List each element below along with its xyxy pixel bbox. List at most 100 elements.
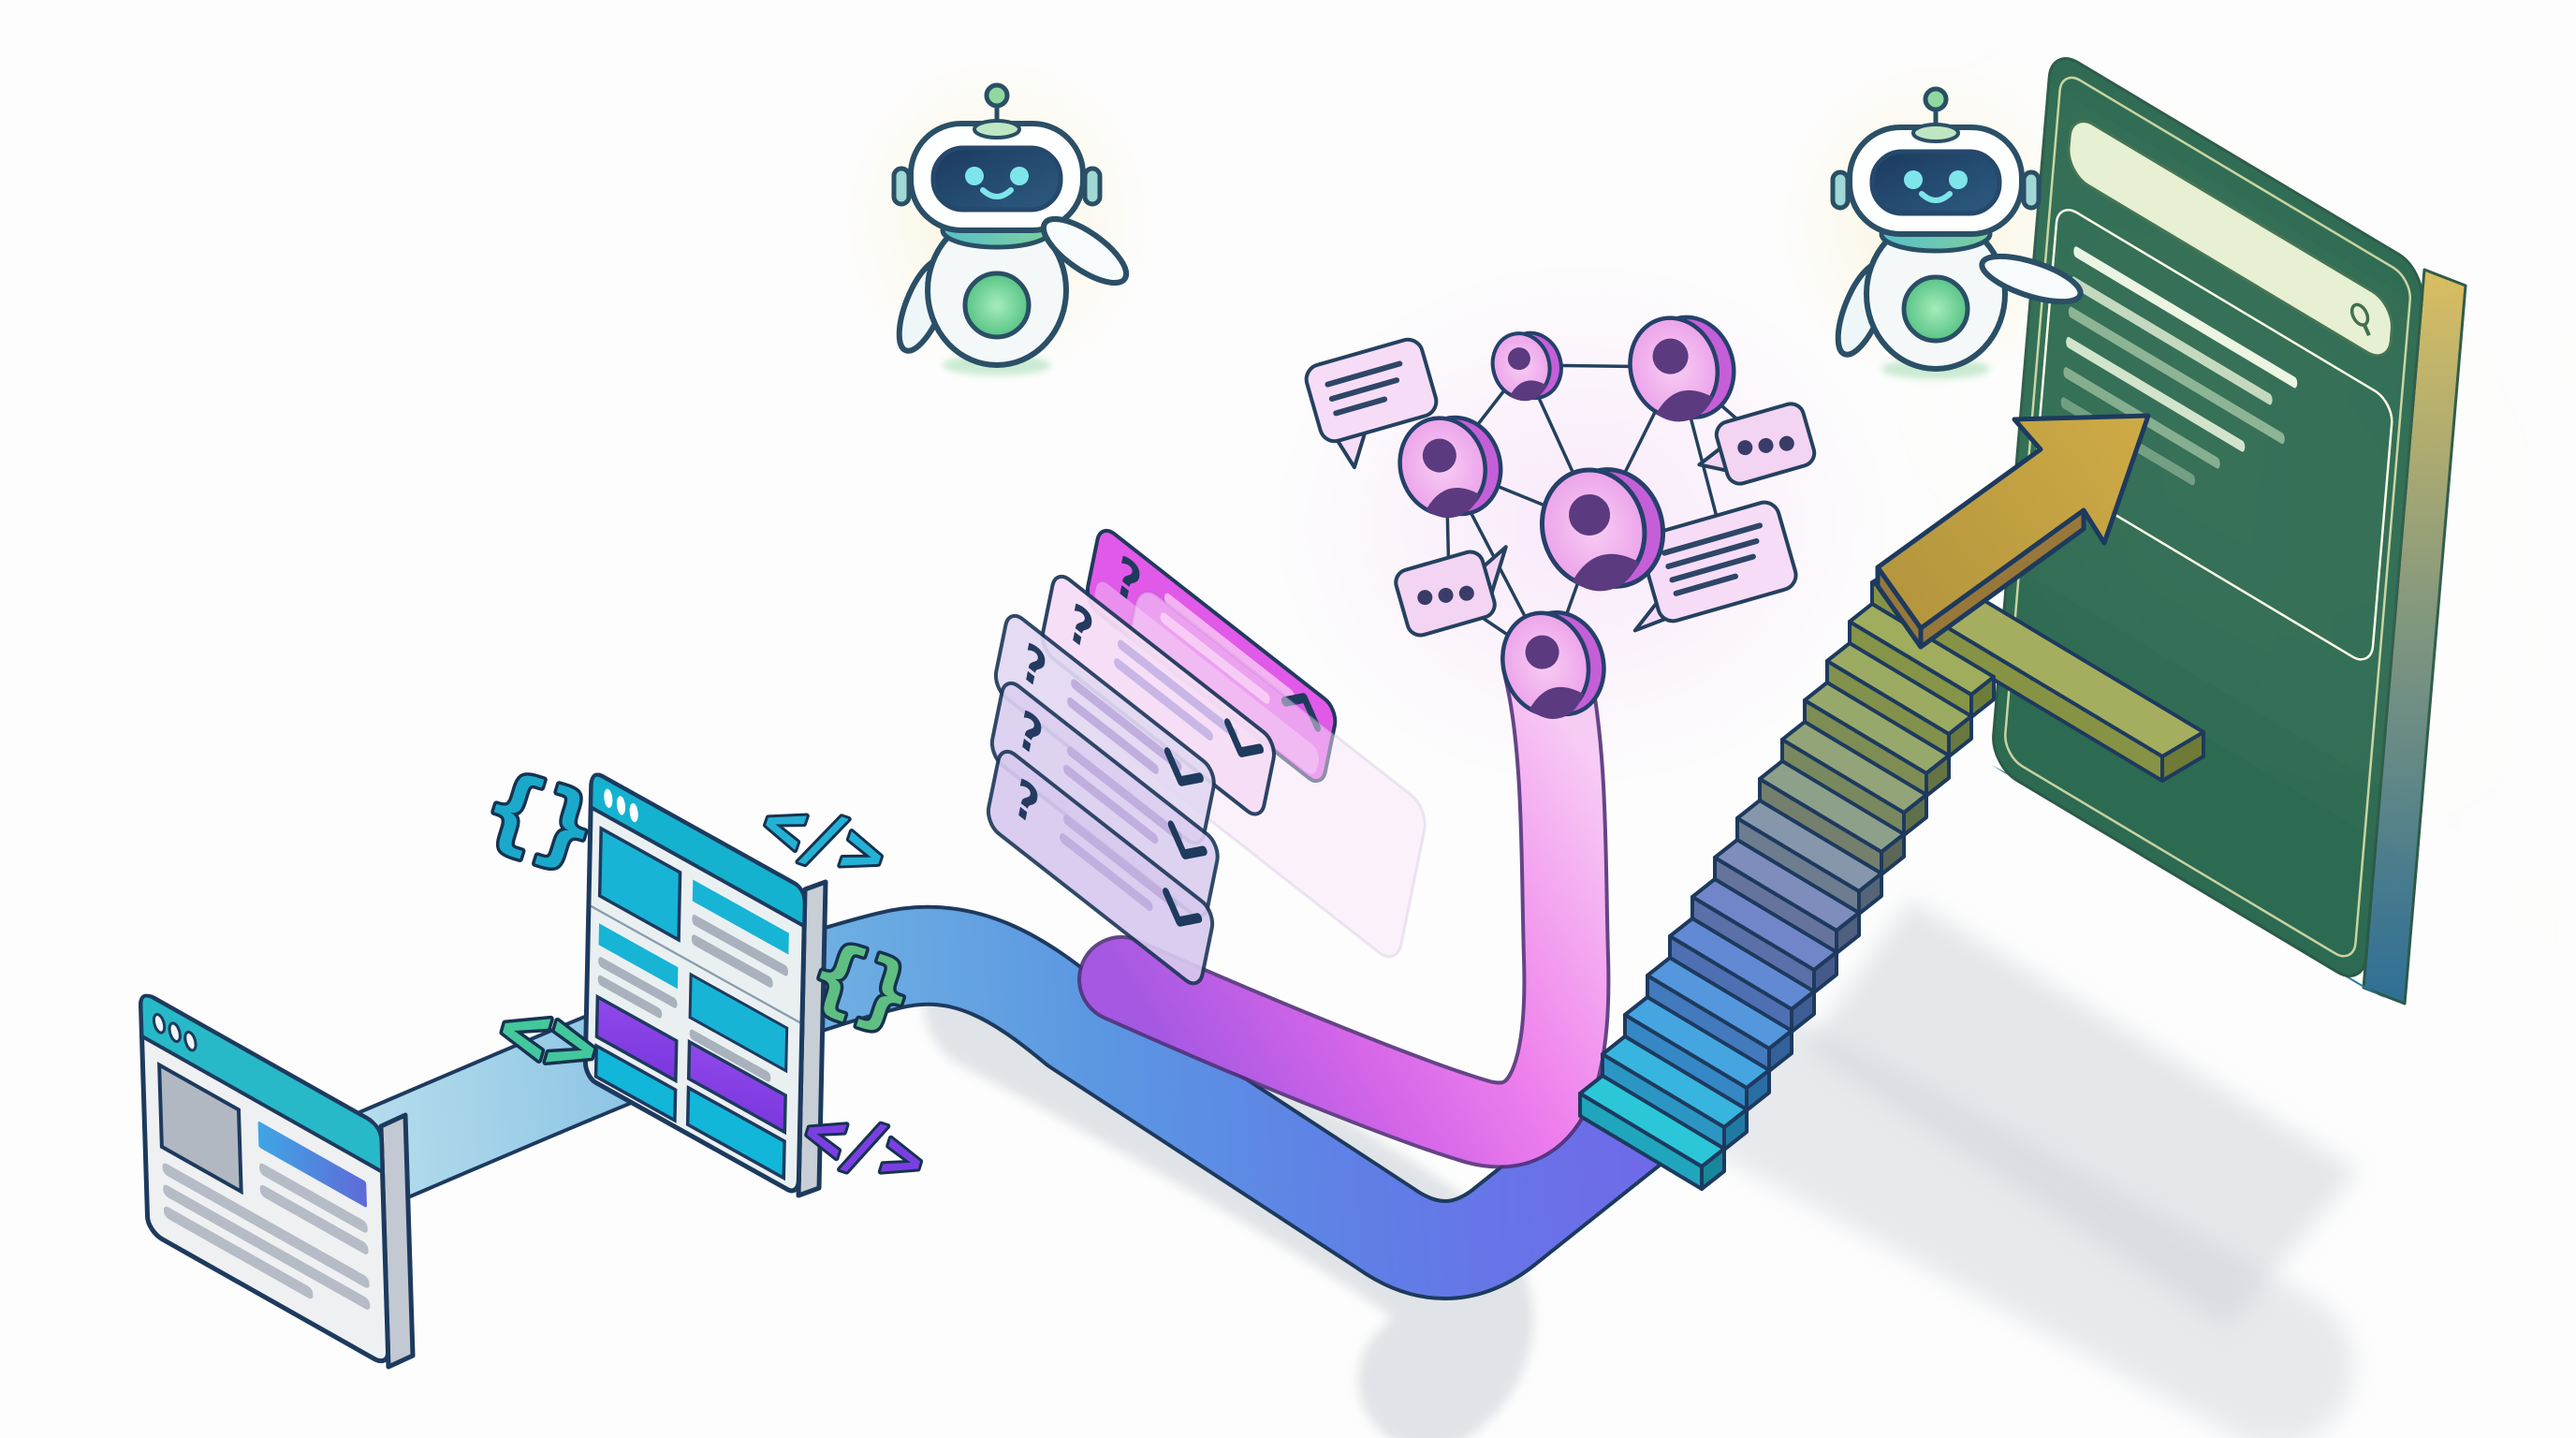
result-text-line (2066, 336, 2246, 452)
content-path-ribbon-blue (191, 904, 1687, 1300)
text-line (692, 915, 788, 976)
text-line (163, 1184, 371, 1310)
text-line (259, 1163, 368, 1233)
faq-card-stack: ? ? ? ? (986, 523, 1429, 990)
avatar-node (1500, 609, 1606, 719)
chevron-down-icon (1224, 718, 1264, 757)
window-titlebar (591, 770, 805, 926)
chevron-down-icon (1167, 820, 1208, 859)
window-dot (154, 1012, 165, 1035)
text-line (598, 957, 678, 1008)
stair-step (1690, 877, 1838, 994)
community-network (1304, 315, 1817, 719)
window-dot (604, 788, 613, 808)
avatar-node (1539, 467, 1666, 592)
structured-page-window (585, 770, 826, 1196)
stair-step (1758, 759, 1906, 876)
card-text-line (1067, 697, 1159, 774)
arrow-up-right-icon (1875, 413, 2151, 631)
content-block-teal (688, 1088, 784, 1178)
text-line (691, 934, 773, 988)
ai-search-panel (1991, 47, 2466, 1004)
faq-card: ? (986, 744, 1215, 990)
ellipsis-icon (1758, 437, 1774, 453)
content-path-ribbon-pink (1077, 624, 1611, 1169)
result-text-line (2068, 306, 2285, 445)
bubble-text-line (1661, 522, 1764, 556)
card-text-line (1114, 657, 1213, 741)
panel-shadow (1807, 899, 2359, 1329)
content-block-purple (689, 1042, 785, 1132)
growth-staircase (1578, 556, 2205, 1191)
image-placeholder (159, 1065, 242, 1192)
stair-step (1578, 1074, 1726, 1191)
content-block-teal (596, 1046, 676, 1121)
chat-bubble (1632, 500, 1798, 633)
stair-step (1803, 681, 1951, 798)
ellipsis-icon (1778, 435, 1794, 451)
content-block-teal (690, 975, 787, 1071)
result-text-line (2073, 246, 2298, 389)
robot-mascot (889, 85, 1130, 375)
chevron-down-icon (1164, 747, 1204, 786)
window-dot (629, 802, 638, 823)
window-dot (169, 1020, 181, 1044)
content-block-teal (600, 829, 681, 940)
avatar-silhouette (1507, 347, 1530, 371)
ellipsis-icon (1438, 587, 1454, 603)
window-titlebar (140, 990, 383, 1172)
ellipsis-icon (1417, 590, 1433, 606)
magnifier-icon (2351, 301, 2368, 329)
bubble-text-line (1673, 573, 1739, 596)
content-bar-teal (692, 879, 789, 955)
stair-step (1601, 1034, 1749, 1152)
chat-bubble (1394, 545, 1508, 638)
text-line (162, 1163, 370, 1288)
headline-bar (257, 1122, 367, 1208)
avatar-node (1398, 415, 1503, 519)
content-bar-teal (598, 923, 679, 990)
bubble-text-line (1328, 377, 1400, 402)
highlighted-result-box (2036, 201, 2393, 668)
window-dot (185, 1030, 197, 1053)
avatar-node (1628, 315, 1736, 422)
staircase-shadow (1633, 983, 2354, 1438)
bubble-text-line (1325, 360, 1403, 388)
bubble-text-line (1333, 396, 1388, 417)
card-text-line (1071, 679, 1182, 771)
avatar-node (1490, 330, 1563, 402)
window-dot (616, 796, 626, 815)
stair-step (1825, 641, 1973, 758)
text-line (259, 1184, 369, 1255)
stair-step (1646, 956, 1793, 1073)
chevron-down-icon (1163, 888, 1203, 927)
card-text-line (1067, 746, 1183, 843)
text-line (689, 1029, 771, 1082)
faq-card: ? (1040, 569, 1277, 821)
card-text-line (1164, 593, 1295, 701)
ellipsis-icon (1737, 440, 1753, 456)
card-text-line (1060, 832, 1153, 912)
text-line (163, 1206, 314, 1299)
divider (588, 903, 802, 1025)
robot-mascot (1828, 89, 2084, 379)
chat-bubble (1697, 402, 1817, 486)
content-block-purple (596, 997, 676, 1081)
search-bar (2067, 111, 2394, 365)
robot-waving-arm (1040, 215, 1130, 286)
bubble-text-line (1669, 553, 1756, 583)
stair-step (1623, 995, 1771, 1112)
result-text-line (2071, 276, 2273, 405)
card-text-line (1118, 639, 1237, 739)
magnifier-handle (2364, 325, 2369, 335)
card-text-line (1063, 764, 1159, 844)
chat-bubble (1304, 337, 1439, 470)
source-webpage-window (140, 990, 413, 1367)
ranking-arrow (1875, 413, 2151, 650)
card-text-line (1063, 814, 1178, 909)
ellipsis-icon (1458, 585, 1474, 601)
stair-step (1780, 720, 1928, 837)
chevron-up-icon (1281, 693, 1321, 732)
